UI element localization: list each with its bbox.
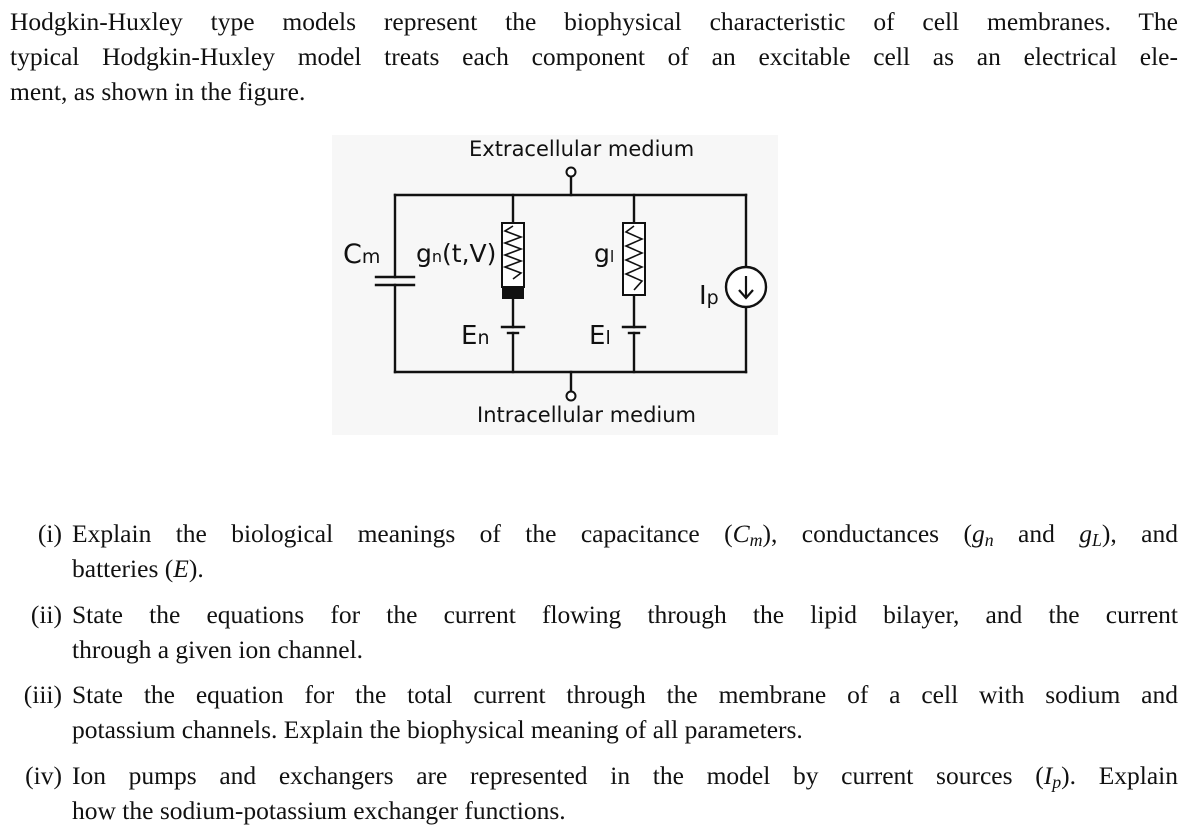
en-subscript: n xyxy=(477,327,490,349)
question-line: State the equation for the total current… xyxy=(72,680,1178,709)
intracellular-label: Intracellular medium xyxy=(477,403,697,427)
en-letter: E xyxy=(461,321,478,351)
top-terminal xyxy=(565,166,577,178)
gl-resistor xyxy=(622,222,646,296)
el-subscript: l xyxy=(605,327,611,349)
gl-subscript: l xyxy=(609,247,615,266)
question-line: Ion pumps and exchangers are represented… xyxy=(72,761,1179,792)
intro-paragraph: Hodgkin-Huxley type models represent the… xyxy=(10,4,1178,109)
gn-label: gn(t,V) xyxy=(416,239,496,268)
ip-subscript: p xyxy=(706,287,719,309)
intro-line-2: typical Hodgkin-Huxley model treats each… xyxy=(10,42,1178,71)
question-number: (iv) xyxy=(25,761,62,790)
question-line: Explain the biological meanings of the c… xyxy=(72,519,1178,550)
en-label: En xyxy=(461,321,489,351)
question-line: State the equations for the current flow… xyxy=(72,600,1178,629)
question-line: potassium channels. Explain the biophysi… xyxy=(72,715,803,744)
question-line: how the sodium-potassium exchanger funct… xyxy=(72,796,566,825)
gn-args: (t,V) xyxy=(442,239,497,268)
intro-line-3: ment, as shown in the figure. xyxy=(10,77,306,106)
ip-letter: I xyxy=(699,281,707,311)
bottom-terminal xyxy=(565,390,577,402)
question-number: (iii) xyxy=(23,680,62,709)
question-number: (i) xyxy=(37,519,62,548)
cm-label: Cm xyxy=(343,239,380,270)
cm-subscript: m xyxy=(361,246,381,268)
cm-letter: C xyxy=(343,239,362,270)
gn-letter: g xyxy=(416,239,432,268)
gn-resistor xyxy=(501,222,525,299)
circuit-figure: Extracellular medium Intracellular mediu… xyxy=(332,135,778,435)
gl-label: gl xyxy=(594,239,614,268)
ip-label: Ip xyxy=(699,281,719,311)
el-label: El xyxy=(589,321,611,351)
intro-line-1: Hodgkin-Huxley type models represent the… xyxy=(10,7,1178,36)
extracellular-label: Extracellular medium xyxy=(469,137,695,161)
el-letter: E xyxy=(589,321,606,351)
gl-letter: g xyxy=(594,239,610,268)
gn-subscript: n xyxy=(431,247,443,266)
question-line: through a given ion channel. xyxy=(72,635,364,664)
current-source xyxy=(724,265,768,309)
question-number: (ii) xyxy=(30,600,62,629)
circuit-diagram xyxy=(332,135,778,435)
question-line: batteries (E). xyxy=(72,554,204,583)
